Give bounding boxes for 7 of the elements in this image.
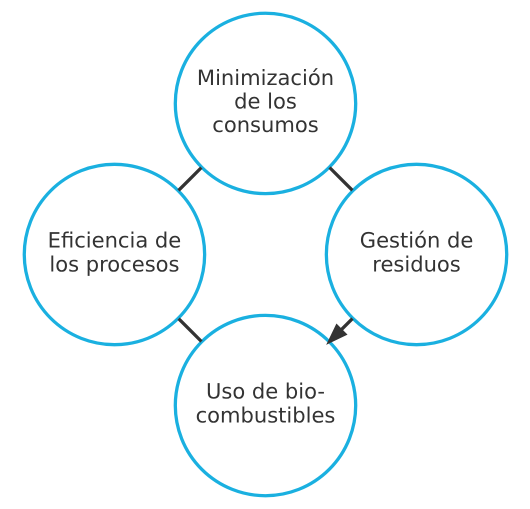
node-circle: Minimización de los consumos (173, 12, 357, 196)
arrow (326, 317, 354, 345)
connector (328, 166, 354, 192)
connector (176, 318, 202, 343)
connector (176, 166, 202, 192)
node-circle: Eficiencia de los procesos (22, 162, 206, 346)
node-circle: Uso de bio- combustibles (173, 314, 357, 498)
